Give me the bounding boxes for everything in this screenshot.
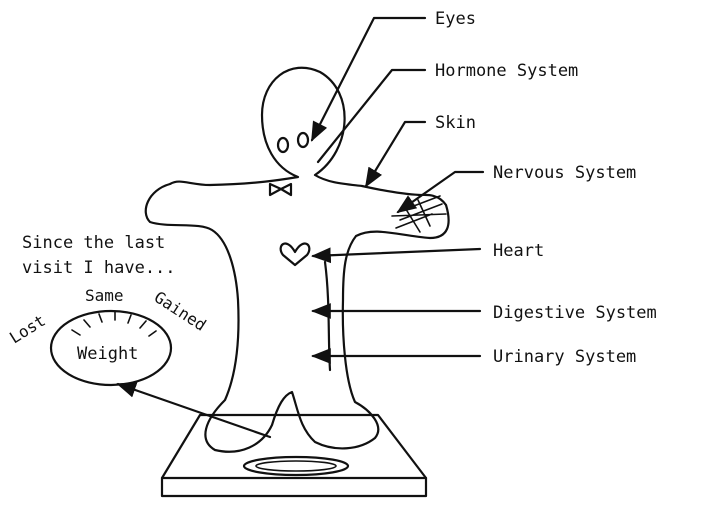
heart-shape: [281, 244, 310, 265]
scale-top: [162, 415, 426, 478]
nerve-scribble: [392, 196, 446, 232]
label-nervous-system: Nervous System: [493, 163, 636, 183]
label-eyes: Eyes: [435, 9, 476, 29]
left-eye: [278, 138, 288, 152]
note-line-1: Since the last: [22, 233, 165, 253]
scale-side: [162, 478, 426, 496]
weight-dial: Weight Same Lost Gained: [6, 286, 210, 385]
right-eye: [298, 133, 308, 147]
same-label: Same: [85, 286, 124, 305]
lost-label: Lost: [6, 311, 49, 348]
gained-label: Gained: [151, 287, 210, 334]
label-heart: Heart: [493, 241, 544, 261]
bathroom-scale: [162, 415, 426, 496]
weight-label: Weight: [77, 344, 138, 364]
bow-tie: [270, 184, 291, 195]
skin-pointer: [366, 122, 425, 186]
label-digestive-system: Digestive System: [493, 303, 657, 323]
heart-pointer: [313, 249, 480, 256]
scale-window-inner: [256, 461, 336, 471]
label-skin: Skin: [435, 113, 476, 133]
label-urinary-system: Urinary System: [493, 347, 636, 367]
weight-pointer: [118, 384, 270, 437]
nervous-pointer: [398, 172, 483, 212]
organ-line: [325, 262, 330, 370]
label-hormone-system: Hormone System: [435, 61, 578, 81]
pointer-lines: [118, 18, 483, 437]
note-line-2: visit I have...: [22, 258, 176, 278]
scale-window: [244, 457, 348, 475]
